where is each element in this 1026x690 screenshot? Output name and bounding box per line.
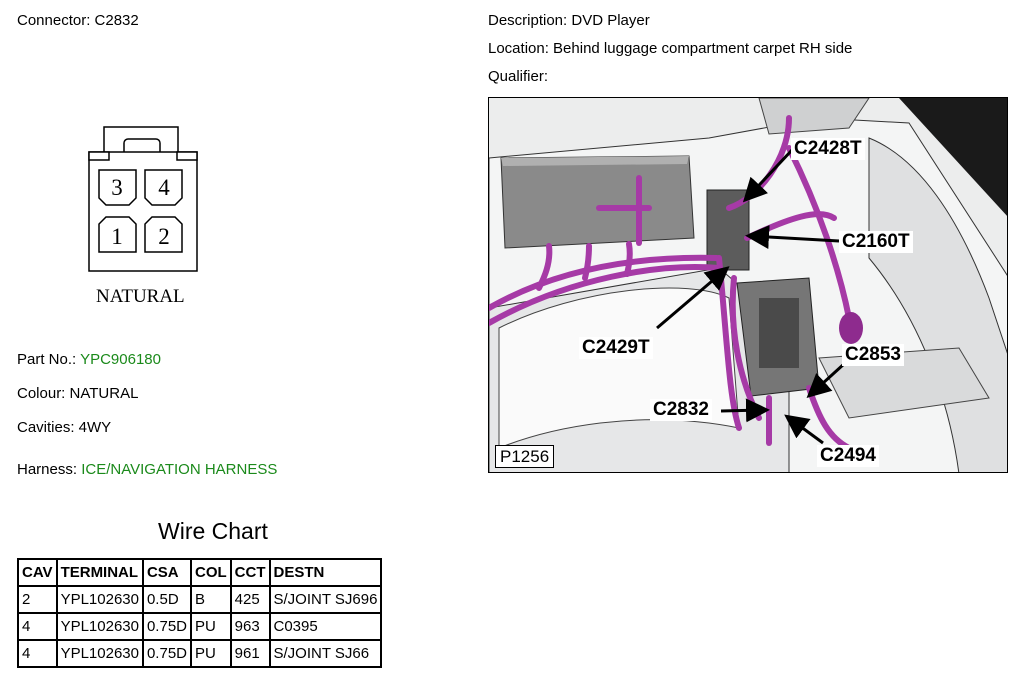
description-label: Description: DVD Player (488, 12, 650, 29)
cavities-label: Cavities: 4WY (17, 419, 112, 436)
callout-c2494: C2494 (817, 445, 879, 467)
cell-cav: 4 (17, 639, 58, 668)
cell-col: B (190, 585, 232, 614)
callout-c2832: C2832 (650, 399, 712, 421)
cell-csa: 0.75D (141, 612, 193, 641)
cell-terminal: YPL102630 (55, 612, 144, 641)
cavity-number-1: 1 (111, 224, 123, 249)
table-row: 2 YPL102630 0.5D B 425 S/JOINT SJ696 (17, 585, 383, 614)
part-no-label: Part No.: (17, 351, 77, 368)
connector-colour-caption: NATURAL (96, 286, 185, 307)
cell-destn: S/JOINT SJ66 (268, 639, 383, 668)
cavity-number-2: 2 (158, 224, 170, 249)
cell-cav: 2 (17, 585, 58, 614)
cell-csa: 0.5D (141, 585, 193, 614)
vehicle-illustration (489, 98, 1007, 472)
part-no-link[interactable]: YPC906180 (80, 351, 161, 368)
cell-cct: 963 (229, 612, 271, 641)
connector-face-diagram: 3 4 1 2 (88, 126, 198, 272)
cell-cct: 961 (229, 639, 271, 668)
harness-link[interactable]: ICE/NAVIGATION HARNESS (81, 461, 278, 478)
photo-reference-label: P1256 (495, 445, 555, 468)
connector-label: Connector: C2832 (17, 12, 139, 29)
cavity-number-4: 4 (158, 175, 170, 200)
header-cct: CCT (229, 558, 271, 587)
qualifier-label: Qualifier: (488, 68, 549, 85)
colour-label: Colour: NATURAL (17, 385, 139, 402)
cell-destn: C0395 (268, 612, 383, 641)
cell-csa: 0.75D (141, 639, 193, 668)
harness-row: Harness: ICE/NAVIGATION HARNESS (17, 461, 277, 478)
header-col: COL (190, 558, 232, 587)
location-photo: C2428T C2160T C2429T C2853 C2832 C2494 P… (488, 97, 1008, 473)
header-csa: CSA (141, 558, 193, 587)
wire-chart-table: CAV TERMINAL CSA COL CCT DESTN 2 YPL1026… (17, 558, 383, 668)
header-destn: DESTN (268, 558, 383, 587)
cell-destn: S/JOINT SJ696 (268, 585, 383, 614)
cavity-number-3: 3 (111, 175, 123, 200)
callout-c2429t: C2429T (579, 337, 653, 359)
wire-chart-title: Wire Chart (158, 518, 268, 544)
table-row: 4 YPL102630 0.75D PU 961 S/JOINT SJ66 (17, 639, 383, 668)
part-no-row: Part No.: YPC906180 (17, 351, 161, 368)
cell-col: PU (190, 612, 232, 641)
harness-label: Harness: (17, 461, 78, 478)
header-cav: CAV (17, 558, 58, 587)
table-row: 4 YPL102630 0.75D PU 963 C0395 (17, 612, 383, 641)
location-label: Location: Behind luggage compartment car… (488, 40, 853, 57)
table-header-row: CAV TERMINAL CSA COL CCT DESTN (17, 558, 383, 587)
cell-cav: 4 (17, 612, 58, 641)
callout-c2428t: C2428T (791, 138, 865, 160)
cell-col: PU (190, 639, 232, 668)
cell-terminal: YPL102630 (55, 585, 144, 614)
cell-terminal: YPL102630 (55, 639, 144, 668)
cell-cct: 425 (229, 585, 271, 614)
callout-c2853: C2853 (842, 344, 904, 366)
callout-c2160t: C2160T (839, 231, 913, 253)
header-terminal: TERMINAL (55, 558, 144, 587)
